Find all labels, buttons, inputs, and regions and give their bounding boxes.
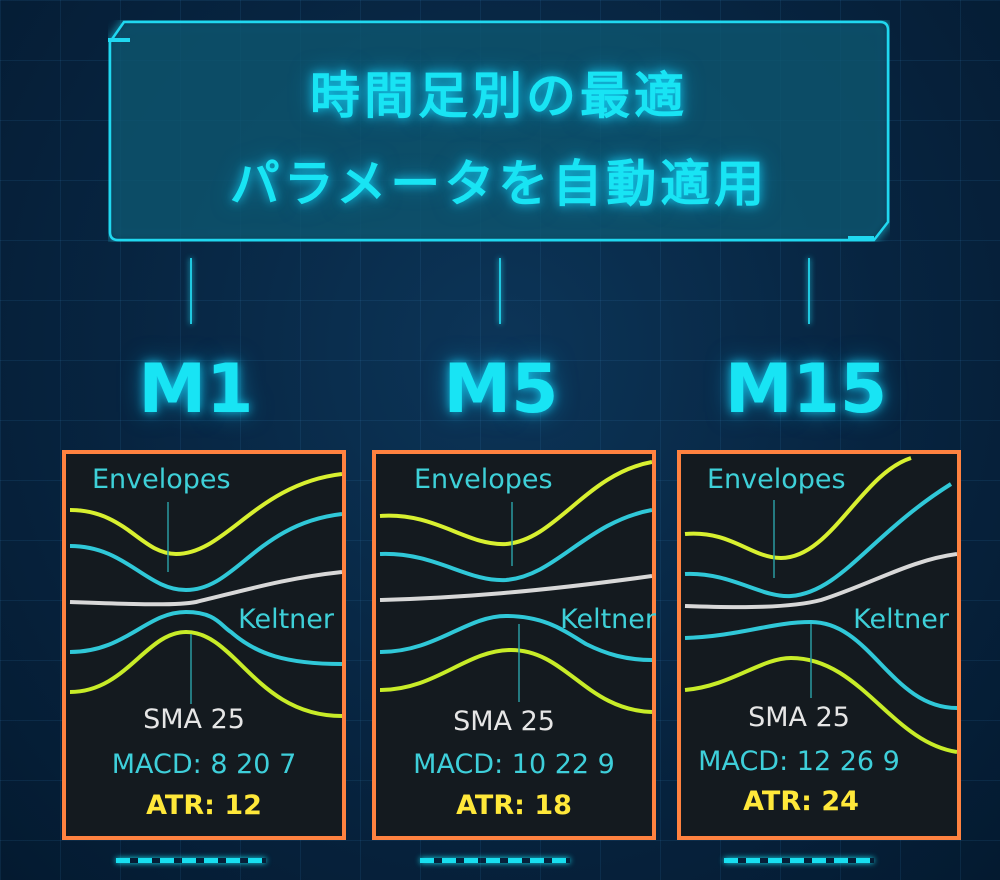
envelopes-label: Envelopes — [92, 464, 231, 495]
sma-label: SMA 25 — [453, 706, 555, 737]
dashed-line — [116, 858, 266, 863]
envelope-upper-line — [684, 456, 912, 561]
title-line-2: パラメータを自動適用 — [229, 155, 769, 213]
envelope-upper-line — [379, 460, 652, 547]
page-title: 時間足別の最適 パラメータを自動適用 — [108, 52, 890, 228]
title-frame — [108, 20, 890, 242]
keltner-lower-line — [69, 609, 342, 666]
connector-line — [808, 258, 810, 324]
envelope-lower-line — [69, 629, 342, 718]
indicator-curves — [69, 472, 342, 718]
connector-line — [499, 258, 501, 324]
connector-line — [190, 258, 192, 324]
sma-line — [69, 570, 342, 607]
macd-label: MACD: 10 22 9 — [413, 749, 615, 780]
title-line-1: 時間足別の最適 — [310, 67, 688, 125]
keltner-label: Keltner — [560, 604, 656, 635]
indicator-curves — [684, 456, 957, 754]
envelopes-label: Envelopes — [707, 464, 846, 495]
sma-line — [684, 552, 957, 610]
dashed-line — [420, 858, 570, 863]
keltner-lower-line — [684, 619, 957, 710]
macd-label: MACD: 8 20 7 — [111, 749, 297, 780]
panel-m1: Envelopes Keltner SMA 25 MACD: 8 20 7 AT… — [62, 450, 346, 840]
timeframe-label-m5: M5 — [443, 350, 559, 429]
envelope-upper-line — [69, 472, 342, 557]
panel-m5: Envelopes Keltner SMA 25 MACD: 10 22 9 A… — [372, 450, 656, 840]
sma-label: SMA 25 — [748, 702, 850, 733]
panel-m15: Envelopes Keltner SMA 25 MACD: 12 26 9 A… — [677, 450, 961, 840]
atr-label: ATR: 12 — [146, 790, 262, 821]
envelope-lower-line — [684, 655, 957, 754]
keltner-upper-line — [379, 508, 652, 583]
sma-line — [379, 574, 652, 602]
keltner-upper-line — [684, 482, 953, 599]
atr-label: ATR: 24 — [743, 786, 859, 817]
indicator-curves — [379, 460, 652, 714]
keltner-upper-line — [69, 512, 342, 593]
sma-label: SMA 25 — [143, 704, 245, 735]
envelope-lower-line — [379, 647, 652, 714]
macd-label: MACD: 12 26 9 — [698, 746, 900, 777]
atr-label: ATR: 18 — [456, 790, 572, 821]
keltner-label: Keltner — [853, 604, 949, 635]
timeframe-label-m15: M15 — [724, 350, 888, 429]
dashed-line — [724, 858, 874, 863]
keltner-label: Keltner — [238, 604, 334, 635]
timeframe-label-m1: M1 — [138, 350, 254, 429]
envelopes-label: Envelopes — [414, 464, 553, 495]
keltner-lower-line — [379, 613, 652, 662]
